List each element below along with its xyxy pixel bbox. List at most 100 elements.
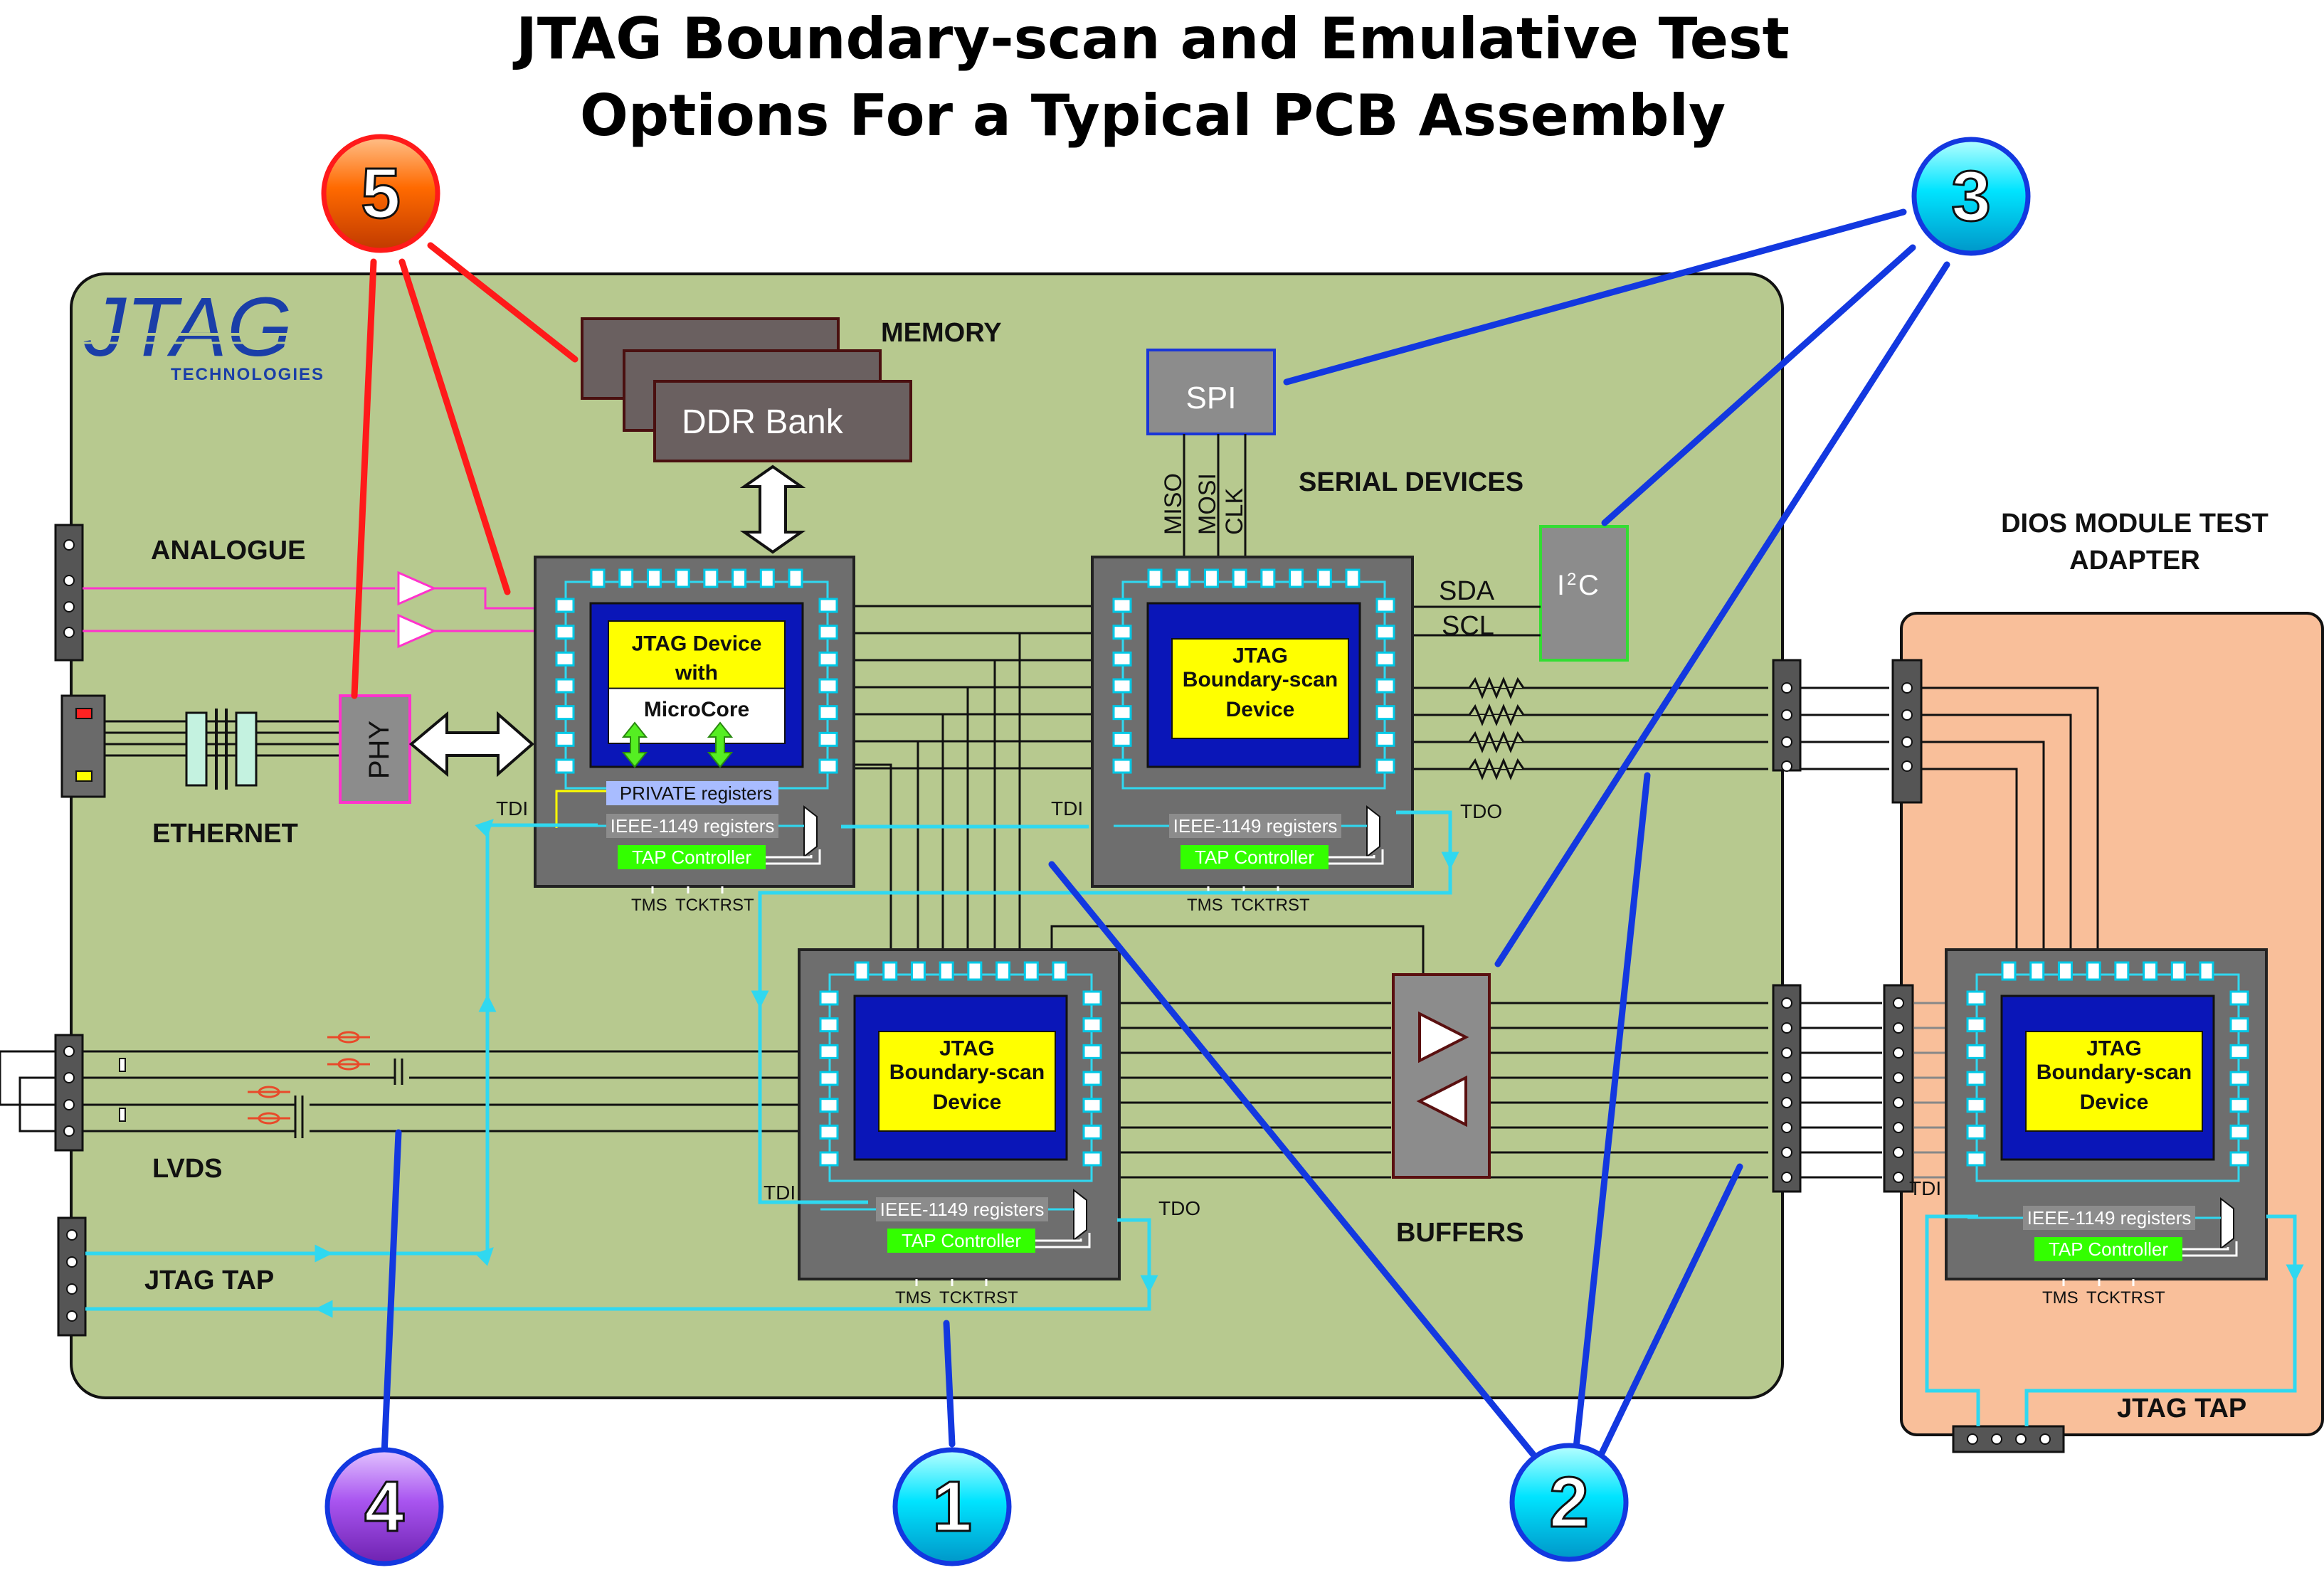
memory-bus-arrow: [739, 465, 806, 554]
pin: [646, 568, 662, 588]
pin: [995, 961, 1011, 981]
pin: [1147, 568, 1163, 588]
pin: [2086, 961, 2101, 981]
buffer-chip: [1392, 973, 1491, 1179]
pin: [818, 731, 838, 747]
ethernet-connector: [60, 694, 106, 798]
pin: [2229, 1017, 2249, 1033]
pin: [1966, 990, 1986, 1006]
chip-label-line-2: Boundary-scan: [889, 1061, 1045, 1084]
dios-chip-tdi-label: TDI: [1909, 1177, 1941, 1199]
marker-4-label: 4: [364, 1467, 404, 1547]
lvds-lines: [0, 1050, 806, 1138]
pin: [2229, 990, 2249, 1006]
logo-subtitle: TECHNOLOGIES: [171, 365, 324, 384]
buffers-label: BUFFERS: [1396, 1218, 1523, 1248]
marker-1: 1: [892, 1447, 1012, 1566]
pin: [1260, 568, 1276, 588]
chip-label-line-3: Device: [1226, 698, 1295, 721]
pin: [818, 625, 838, 640]
pin: [1082, 1151, 1102, 1167]
serial-chip-tdo-label: TDO: [1460, 800, 1502, 822]
pin: [1375, 758, 1395, 774]
pin: [818, 598, 838, 613]
pin: [2229, 1098, 2249, 1113]
pin: [1375, 731, 1395, 747]
lvds-label: LVDS: [152, 1154, 223, 1184]
tms-label: TMS: [2042, 1288, 2079, 1308]
pin: [1375, 678, 1395, 694]
main-chip-tdi-label: TDI: [496, 797, 528, 820]
clk-label: CLK: [1221, 488, 1248, 535]
marker-1-label: 1: [932, 1467, 972, 1547]
pin: [555, 678, 575, 694]
pin: [2229, 1124, 2249, 1140]
analogue-label: ANALOGUE: [151, 536, 305, 566]
spi-device: [1146, 349, 1276, 435]
trst-label: TRST: [709, 896, 754, 915]
pin: [2229, 1151, 2249, 1167]
chip-label-line-2: with: [675, 662, 718, 685]
chip-label-line-3: Device: [2080, 1091, 2149, 1114]
serial-devices-label: SERIAL DEVICES: [1299, 467, 1523, 497]
pin: [882, 961, 898, 981]
pin: [675, 568, 690, 588]
pin: [759, 568, 775, 588]
pin: [1375, 651, 1395, 667]
pin: [2143, 961, 2158, 981]
pin: [1966, 1151, 1986, 1167]
tdo-mux: [2220, 1197, 2234, 1251]
jtag-technologies-logo: JTAG TECHNOLOGIES: [80, 280, 352, 384]
pin: [2029, 961, 2045, 981]
memory-label: MEMORY: [881, 318, 1002, 348]
pin: [555, 598, 575, 613]
pin: [703, 568, 719, 588]
title-line-2: Options For a Typical PCB Assembly: [580, 83, 1726, 149]
pin: [2199, 961, 2214, 981]
pin: [1082, 1044, 1102, 1059]
ddr-bank-label: DDR Bank: [682, 403, 844, 441]
pin: [818, 758, 838, 774]
pin: [590, 568, 606, 588]
pin: [1112, 758, 1132, 774]
pullup-resistors: [1468, 677, 1525, 780]
pin: [1082, 1124, 1102, 1140]
phy-label: PHY: [364, 721, 395, 779]
pin: [1375, 598, 1395, 613]
chip-label-line-3: MicroCore: [644, 698, 749, 721]
buffer-in-icon: [1416, 1075, 1467, 1128]
tck-label: TCK: [939, 1288, 973, 1308]
pin: [1112, 731, 1132, 747]
chip-label-line-1: JTAG: [939, 1037, 995, 1061]
pin: [1966, 1071, 1986, 1086]
tap-controller-label: TAP Controller: [1195, 847, 1314, 868]
pin: [1966, 1017, 1986, 1033]
serial-chip-tdi-label: TDI: [1051, 797, 1083, 820]
scl-label: SCL: [1442, 611, 1494, 641]
chip-label-line-3: Device: [933, 1091, 1002, 1114]
ethernet-transformer: [185, 709, 258, 790]
marker-5-label: 5: [361, 154, 401, 233]
tms-label: TMS: [1187, 896, 1223, 915]
pin: [967, 961, 983, 981]
pin: [555, 758, 575, 774]
tms-label: TMS: [631, 896, 667, 915]
i2c-label-2: 2: [1567, 570, 1576, 589]
ieee-registers-label: IEEE-1149 registers: [2027, 1207, 2192, 1229]
ieee-registers-label: IEEE-1149 registers: [611, 815, 775, 837]
board-connector-lower: [1772, 984, 1802, 1193]
pin: [1112, 705, 1132, 721]
pin: [1082, 1071, 1102, 1086]
pcb-board: [70, 272, 1784, 1399]
pin: [819, 1098, 839, 1113]
marker-4: 4: [324, 1447, 444, 1566]
dios-jtag-tap-label: JTAG TAP: [2117, 1394, 2246, 1423]
trst-label: TRST: [973, 1288, 1018, 1308]
pin: [910, 961, 926, 981]
pin: [788, 568, 803, 588]
i2c-label-i: I: [1557, 570, 1565, 601]
chip-label-line-2: Boundary-scan: [2037, 1061, 2192, 1084]
tdo-mux: [1073, 1188, 1087, 1242]
